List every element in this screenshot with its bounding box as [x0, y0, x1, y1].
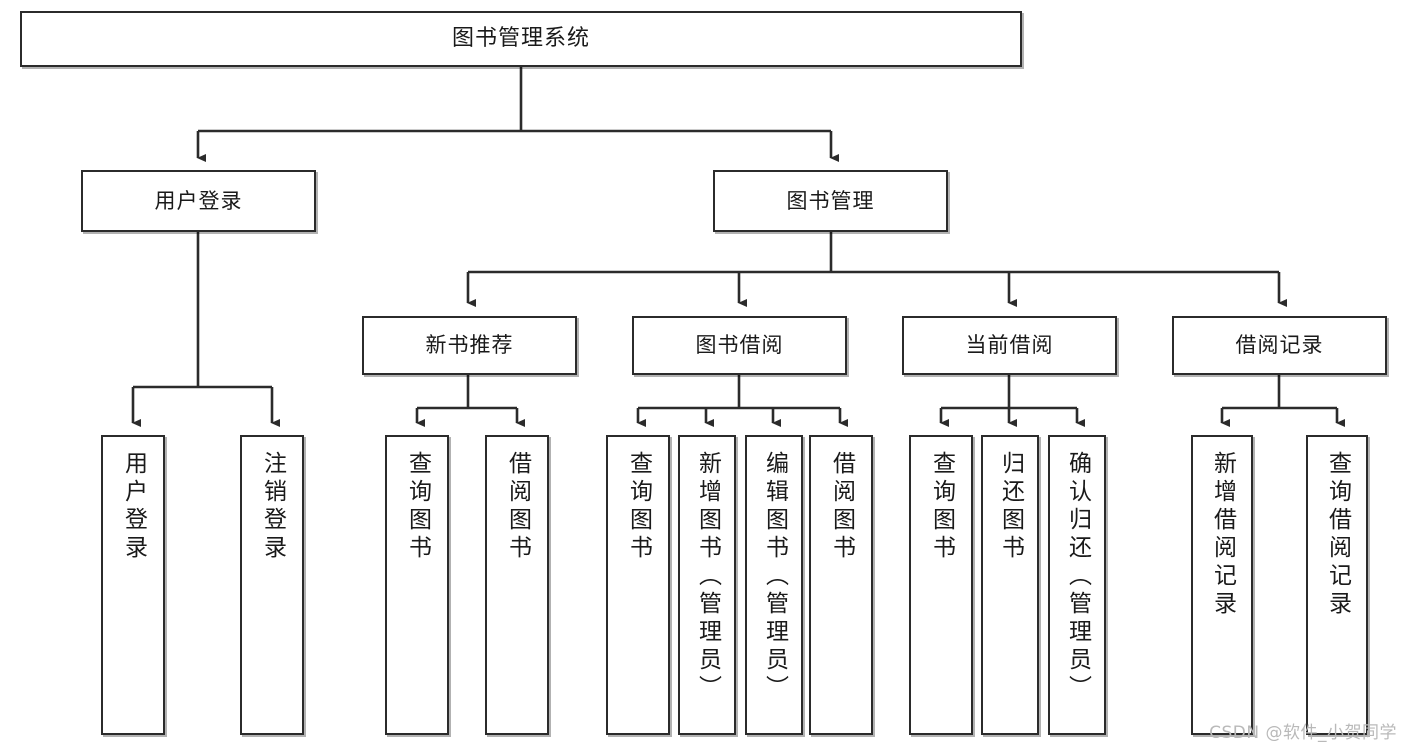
node-book-borrow-label: 图书借阅 [695, 333, 784, 358]
node-current-borrow-label: 当前借阅 [965, 333, 1054, 358]
node-new-book-recommend[interactable]: 新书推荐 [362, 316, 577, 375]
leaf-return-book[interactable]: 归还图书 [981, 435, 1039, 735]
leaf-confirm-return-label: 确认归还（管理员） [1064, 451, 1091, 703]
leaf-logout-login-label: 注销登录 [259, 451, 286, 563]
node-user-login-label: 用户登录 [154, 188, 243, 213]
node-user-login[interactable]: 用户登录 [81, 170, 316, 232]
node-borrow-record[interactable]: 借阅记录 [1172, 316, 1387, 375]
leaf-logout-login[interactable]: 注销登录 [240, 435, 304, 735]
node-book-manage-label: 图书管理 [786, 188, 875, 213]
leaf-borrow-book-2[interactable]: 借阅图书 [809, 435, 873, 735]
leaf-add-record-label: 新增借阅记录 [1209, 451, 1236, 619]
leaf-edit-book[interactable]: 编辑图书（管理员） [745, 435, 803, 735]
leaf-add-book-label: 新增图书（管理员） [694, 451, 721, 703]
leaf-edit-book-label: 编辑图书（管理员） [761, 451, 788, 703]
leaf-borrow-book-2-label: 借阅图书 [828, 451, 855, 563]
node-root-label: 图书管理系统 [451, 26, 590, 52]
leaf-borrow-book-1-label: 借阅图书 [504, 451, 531, 563]
leaf-query-book-2[interactable]: 查询图书 [606, 435, 670, 735]
leaf-borrow-book-1[interactable]: 借阅图书 [485, 435, 549, 735]
leaf-user-login[interactable]: 用户登录 [101, 435, 165, 735]
leaf-add-record[interactable]: 新增借阅记录 [1191, 435, 1253, 735]
node-book-borrow[interactable]: 图书借阅 [632, 316, 847, 375]
node-borrow-record-label: 借阅记录 [1235, 333, 1324, 358]
leaf-add-book[interactable]: 新增图书（管理员） [678, 435, 736, 735]
leaf-query-record[interactable]: 查询借阅记录 [1306, 435, 1368, 735]
leaf-return-book-label: 归还图书 [997, 451, 1024, 563]
leaf-query-record-label: 查询借阅记录 [1324, 451, 1351, 619]
leaf-confirm-return[interactable]: 确认归还（管理员） [1048, 435, 1106, 735]
leaf-query-book-1-label: 查询图书 [404, 451, 431, 563]
leaf-query-book-2-label: 查询图书 [625, 451, 652, 563]
leaf-query-book-1[interactable]: 查询图书 [385, 435, 449, 735]
leaf-query-book-3[interactable]: 查询图书 [909, 435, 973, 735]
node-current-borrow[interactable]: 当前借阅 [902, 316, 1117, 375]
node-root[interactable]: 图书管理系统 [20, 11, 1022, 67]
node-new-book-recommend-label: 新书推荐 [425, 333, 514, 358]
leaf-user-login-label: 用户登录 [120, 451, 147, 563]
leaf-query-book-3-label: 查询图书 [928, 451, 955, 563]
node-book-manage[interactable]: 图书管理 [713, 170, 948, 232]
